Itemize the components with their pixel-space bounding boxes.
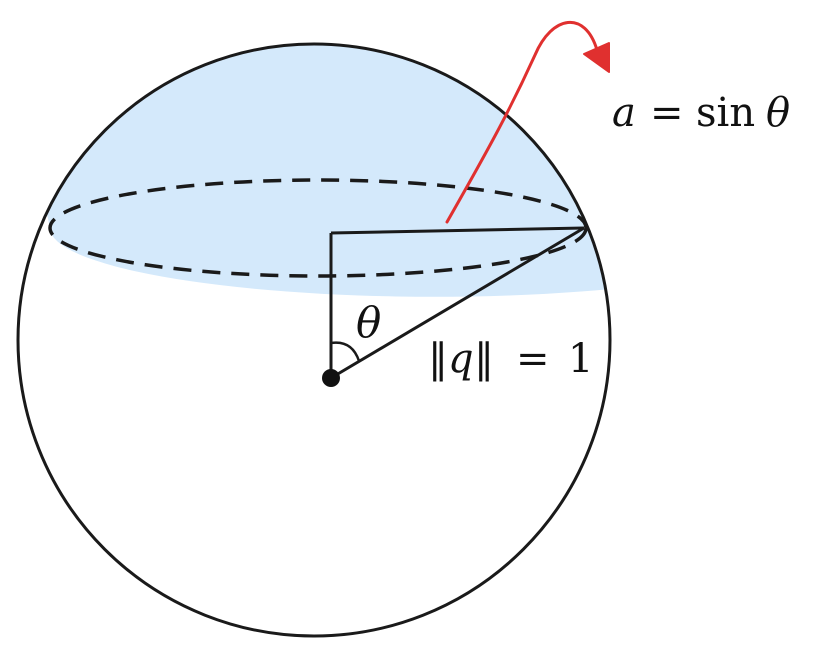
norm-one: 1 [568,336,593,382]
sin-label-a: a [612,90,636,136]
sphere-outline [16,42,612,638]
hypotenuse-radius [330,226,585,380]
spherical-cap [18,44,610,297]
angle-arc [330,341,361,362]
norm-close: ‖ [474,336,494,382]
norm-label: ‖ q ‖ = 1 [428,336,593,382]
sin-label-eq: = [650,90,684,136]
center-dot [322,369,340,387]
curved-arrow-icon [445,20,610,224]
norm-q: q [448,336,474,382]
norm-eq: = [516,336,550,382]
sin-label-theta: θ [766,90,790,136]
norm-open: ‖ [428,336,448,382]
angle-label-theta: θ [356,298,381,347]
horizontal-leg [330,226,585,235]
latitude-ellipse [48,178,588,278]
sin-label-fn: sin [696,90,755,136]
sin-label: a = sin θ [612,90,790,136]
